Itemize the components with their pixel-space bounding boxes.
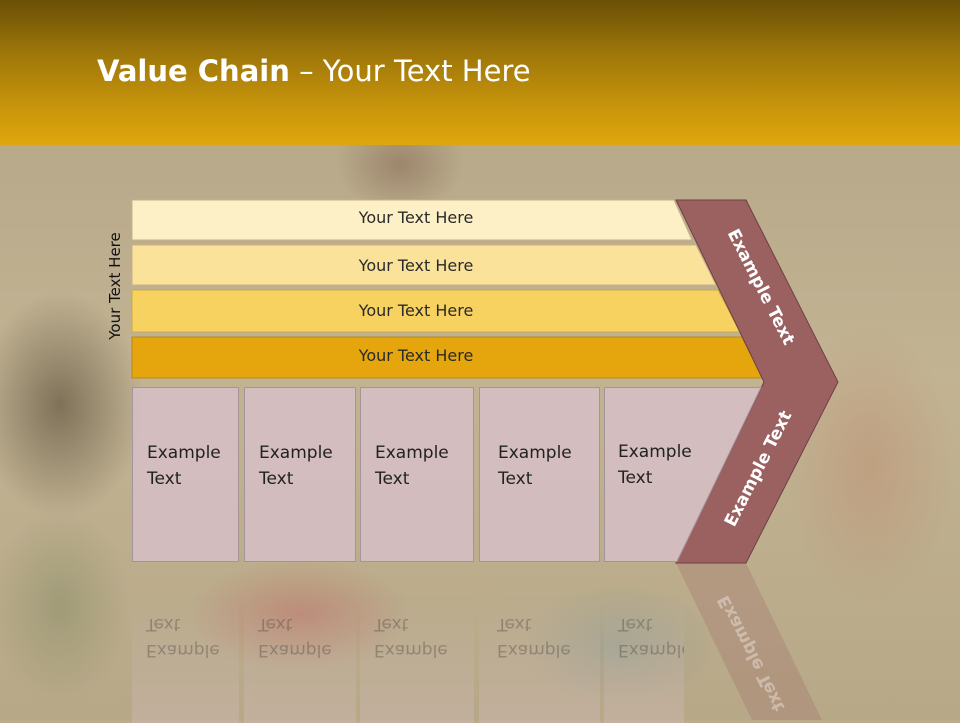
box-2-reflection-line2: Text bbox=[258, 614, 293, 634]
box-3-reflection-line2: Text bbox=[374, 614, 409, 634]
box-5-reflection-line1: Example bbox=[618, 640, 684, 660]
slide-title: Value Chain – Your Text Here bbox=[97, 54, 531, 88]
box-2-reflection: Example Text bbox=[244, 563, 356, 723]
bar-3-label: Your Text Here bbox=[358, 301, 474, 320]
box-1-line2: Text bbox=[147, 469, 182, 489]
bar-2-shape bbox=[131, 244, 717, 286]
box-5-reflection: Example Text bbox=[604, 563, 684, 723]
bar-1-label: Your Text Here bbox=[358, 208, 474, 227]
chevron-reflection bbox=[676, 563, 822, 720]
box-1-reflection-line2: Text bbox=[146, 614, 181, 634]
box-2-line1: Example bbox=[259, 443, 333, 463]
box-5-shape bbox=[604, 387, 762, 562]
side-label: Your Text Here bbox=[106, 232, 124, 340]
box-3-reflection-line1: Example bbox=[374, 640, 448, 660]
bar-2-label: Your Text Here bbox=[358, 256, 474, 275]
box-2-reflection-line1: Example bbox=[258, 640, 332, 660]
bar-4-label: Your Text Here bbox=[358, 346, 474, 365]
chevron-shape bbox=[675, 199, 839, 564]
box-3-line1: Example bbox=[375, 443, 449, 463]
box-5-reflection-line2: Text bbox=[618, 614, 653, 634]
box-1-reflection: Example Text bbox=[132, 563, 239, 723]
box-5-line2: Text bbox=[618, 468, 653, 488]
box-4-line1: Example bbox=[498, 443, 572, 463]
box-5-line1: Example bbox=[618, 442, 692, 462]
box-3-line2: Text bbox=[375, 469, 410, 489]
box-4-line2: Text bbox=[498, 469, 533, 489]
title-bar: Value Chain – Your Text Here bbox=[0, 0, 960, 145]
box-1-reflection-line1: Example bbox=[146, 640, 220, 660]
box-4-reflection: Example Text bbox=[479, 563, 600, 723]
box-3-reflection: Example Text bbox=[360, 563, 474, 723]
box-1-line1: Example bbox=[147, 443, 221, 463]
box-4-reflection-line2: Text bbox=[497, 614, 532, 634]
bar-1-shape bbox=[131, 199, 693, 241]
box-2-line2: Text bbox=[259, 469, 294, 489]
box-4-reflection-line1: Example bbox=[497, 640, 571, 660]
